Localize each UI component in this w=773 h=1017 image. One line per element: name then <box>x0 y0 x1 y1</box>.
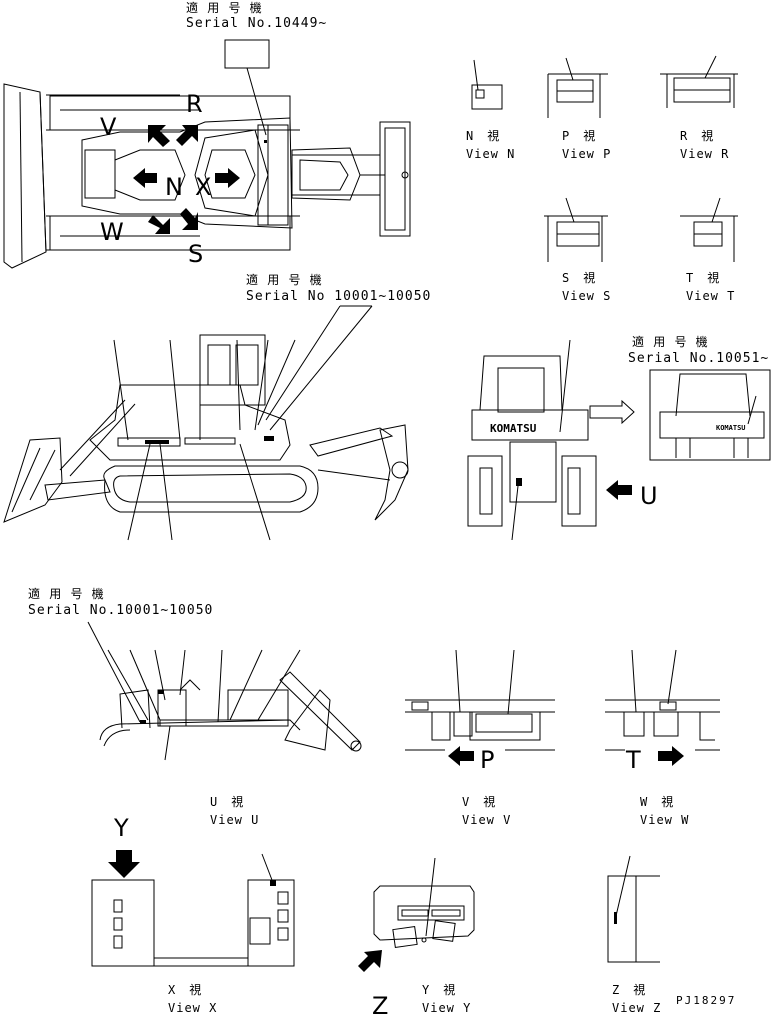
view-r-en: View R <box>680 147 729 161</box>
view-p-en: View P <box>562 147 611 161</box>
drawing-code: PJ18297 <box>676 994 736 1007</box>
view-r-jp: R 視 <box>680 128 714 143</box>
view-z-en: View Z <box>612 1001 661 1015</box>
letter-V: V <box>100 113 117 141</box>
view-u-jp: U 視 <box>210 794 244 809</box>
arrow-t-icon <box>658 746 684 766</box>
view-s: S 視 View S <box>544 197 611 303</box>
brand-small-label: KOMATSU <box>716 424 746 432</box>
side-blade <box>3 437 63 523</box>
view-n-en: View N <box>466 147 515 161</box>
view-z: Z 視 View Z <box>607 855 661 1015</box>
arrow-right-icon <box>215 168 240 188</box>
view-s-jp: S 視 <box>562 270 596 285</box>
view-y-en: View Y <box>422 1001 471 1015</box>
top-plan-view: 適 用 号 機 Serial No.10449~ <box>3 0 411 269</box>
side-track <box>103 465 319 513</box>
view-r: R 視 View R <box>660 55 738 161</box>
arrow-y-icon <box>108 850 140 878</box>
serial-u-en: Serial No.10001~10050 <box>28 603 213 618</box>
view-v: P V 視 View V <box>405 649 555 827</box>
serial-top-jp: 適 用 号 機 <box>186 0 263 15</box>
serial-right-jp: 適 用 号 機 <box>632 334 709 349</box>
view-v-jp: V 視 <box>462 794 496 809</box>
view-w-jp: W 視 <box>640 794 674 809</box>
view-y-jp: Y 視 <box>422 982 456 997</box>
view-v-en: View V <box>462 813 511 827</box>
arrow-v-icon <box>148 125 170 147</box>
view-n: N 視 View N <box>466 59 515 161</box>
letter-S: S <box>188 240 203 268</box>
letter-N: N <box>165 173 183 201</box>
arrow-r-icon <box>176 125 198 146</box>
rear-inset: 適 用 号 機 Serial No.10051~ KOMATSU <box>628 334 771 461</box>
brand-label: KOMATSU <box>490 422 537 435</box>
arrow-outline-right-icon <box>589 399 635 425</box>
view-x: Y X 視 View X <box>91 814 295 1015</box>
view-u: 適 用 号 機 Serial No.10001~10050 U 視 View U <box>28 586 362 827</box>
letter-P: P <box>480 746 494 774</box>
rear-hood <box>471 409 589 441</box>
letter-Y: Y <box>113 814 129 842</box>
view-w-en: View W <box>640 813 689 827</box>
view-y: Z Y 視 View Y <box>358 857 475 1017</box>
letter-Z: Z <box>372 992 388 1017</box>
serial-mid-en: Serial No 10001~10050 <box>246 289 431 304</box>
view-z-jp: Z 視 <box>612 982 646 997</box>
arrow-w-icon <box>148 215 170 234</box>
view-w: T W 視 View W <box>605 649 720 827</box>
view-n-jp: N 視 <box>466 128 500 143</box>
arrow-left-icon <box>133 168 157 188</box>
serial-u-jp: 適 用 号 機 <box>28 586 105 601</box>
rear-left-track <box>467 455 503 527</box>
letter-X: X <box>195 173 211 201</box>
right-track <box>49 215 291 251</box>
view-t-en: View T <box>686 289 735 303</box>
arrow-s-icon <box>180 208 198 230</box>
rear-view: KOMATSU U <box>467 339 658 541</box>
view-u-en: View U <box>210 813 259 827</box>
side-view: 適 用 号 機 Serial No 10001~10050 <box>3 272 431 541</box>
serial-mid-jp: 適 用 号 機 <box>246 272 323 287</box>
view-s-en: View S <box>562 289 611 303</box>
letter-U: U <box>640 482 658 510</box>
serial-right-en: Serial No.10051~ <box>628 351 769 366</box>
side-body <box>89 384 291 461</box>
view-t-jp: T 視 <box>686 270 720 285</box>
arrow-z-icon <box>358 950 382 972</box>
rear-right-track <box>561 455 597 527</box>
view-p: P 視 View P <box>547 57 611 161</box>
rear-cab <box>479 355 563 411</box>
view-x-jp: X 視 <box>168 982 202 997</box>
arrow-p-icon <box>448 746 474 766</box>
view-x-en: View X <box>168 1001 217 1015</box>
arrow-u-icon <box>606 480 632 500</box>
side-ripper <box>374 424 409 521</box>
view-p-jp: P 視 <box>562 128 596 143</box>
blade <box>3 83 47 269</box>
serial-top-box <box>224 39 270 69</box>
view-t: T 視 View T <box>680 197 738 303</box>
left-track <box>49 95 291 131</box>
serial-top-en: Serial No.10449~ <box>186 16 327 31</box>
letter-T: T <box>625 746 641 774</box>
letter-R: R <box>186 90 203 118</box>
letter-W: W <box>100 218 124 246</box>
